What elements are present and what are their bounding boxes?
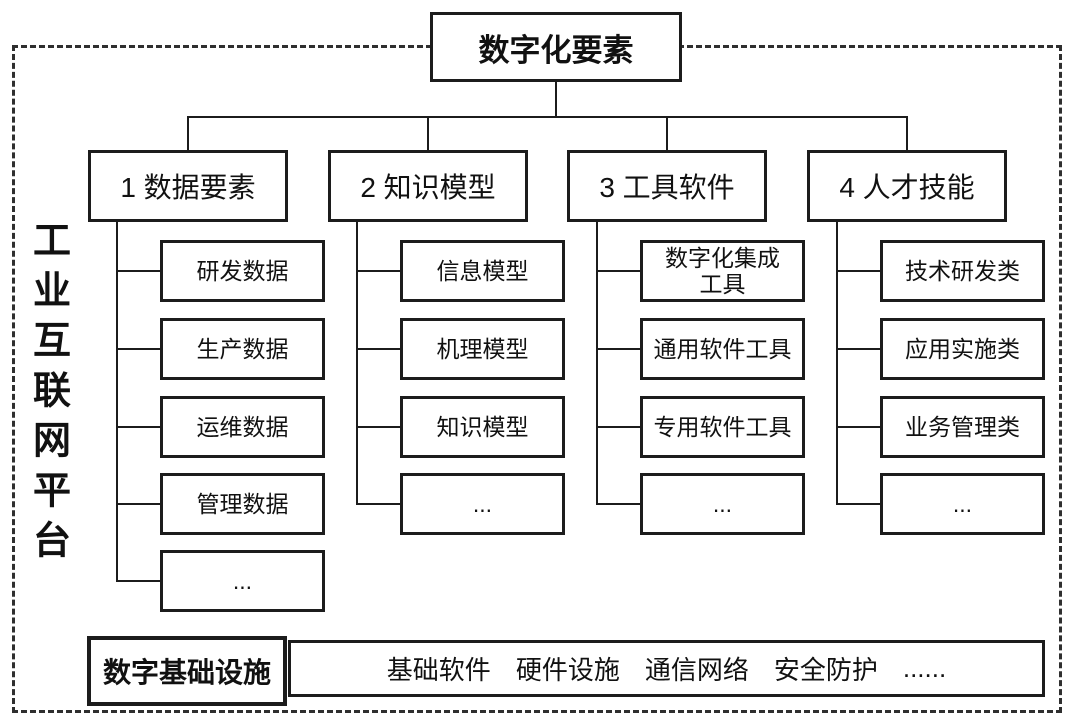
connector-main-horizontal (187, 116, 907, 118)
connector-col4-spine (836, 222, 838, 505)
child-node-production-data: 生产数据 (160, 318, 325, 380)
connector-stub (356, 503, 402, 505)
child-node-skills-ellipsis: ... (880, 473, 1045, 535)
connector-col1-spine (116, 222, 118, 582)
child-node-digital-integration-tools: 数字化集成 工具 (640, 240, 805, 302)
child-node-special-software-tools: 专用软件工具 (640, 396, 805, 458)
connector-stub (596, 503, 642, 505)
connector-stub (836, 348, 882, 350)
child-node-management-data: 管理数据 (160, 473, 325, 535)
child-node-rd-data: 研发数据 (160, 240, 325, 302)
connector-stub (596, 348, 642, 350)
child-node-general-software-tools: 通用软件工具 (640, 318, 805, 380)
child-node-mechanism-model: 机理模型 (400, 318, 565, 380)
branch-node-knowledge-models: 2 知识模型 (328, 150, 528, 222)
connector-col2-spine (356, 222, 358, 505)
child-node-data-ellipsis: ... (160, 550, 325, 612)
infra-item-basic-software: 基础软件 (386, 655, 491, 685)
child-node-information-model: 信息模型 (400, 240, 565, 302)
infra-item-hardware: 硬件设施 (515, 655, 620, 685)
connector-stub (596, 426, 642, 428)
connector-col3-spine (596, 222, 598, 505)
child-node-app-implement-category: 应用实施类 (880, 318, 1045, 380)
child-node-tech-rd-category: 技术研发类 (880, 240, 1045, 302)
root-node: 数字化要素 (430, 12, 682, 82)
connector-root-drop (555, 82, 557, 116)
connector-stub (596, 270, 642, 272)
infrastructure-bar: 基础软件 硬件设施 通信网络 安全防护 ...... (288, 640, 1045, 697)
child-node-business-mgmt-category: 业务管理类 (880, 396, 1045, 458)
infra-item-ellipsis: ...... (902, 653, 947, 683)
connector-stub (116, 270, 162, 272)
connector-branch2-drop (427, 116, 429, 150)
platform-label: 工业互联网平台 (26, 220, 69, 570)
child-node-knowledge-model: 知识模型 (400, 396, 565, 458)
child-node-tools-ellipsis: ... (640, 473, 805, 535)
connector-stub (116, 426, 162, 428)
connector-stub (836, 270, 882, 272)
connector-stub (116, 503, 162, 505)
infra-item-security: 安全防护 (773, 655, 878, 685)
connector-branch4-drop (906, 116, 908, 150)
branch-node-data-elements: 1 数据要素 (88, 150, 288, 222)
child-node-om-data: 运维数据 (160, 396, 325, 458)
connector-branch1-drop (187, 116, 189, 150)
branch-node-tool-software: 3 工具软件 (567, 150, 767, 222)
branch-node-talent-skills: 4 人才技能 (807, 150, 1007, 222)
connector-stub (356, 426, 402, 428)
connector-stub (356, 270, 402, 272)
connector-stub (836, 503, 882, 505)
connector-stub (836, 426, 882, 428)
infra-item-network: 通信网络 (644, 655, 749, 685)
connector-stub (116, 580, 162, 582)
connector-branch3-drop (666, 116, 668, 150)
child-node-model-ellipsis: ... (400, 473, 565, 535)
connector-stub (116, 348, 162, 350)
connector-stub (356, 348, 402, 350)
foundation-node: 数字基础设施 (87, 636, 287, 706)
